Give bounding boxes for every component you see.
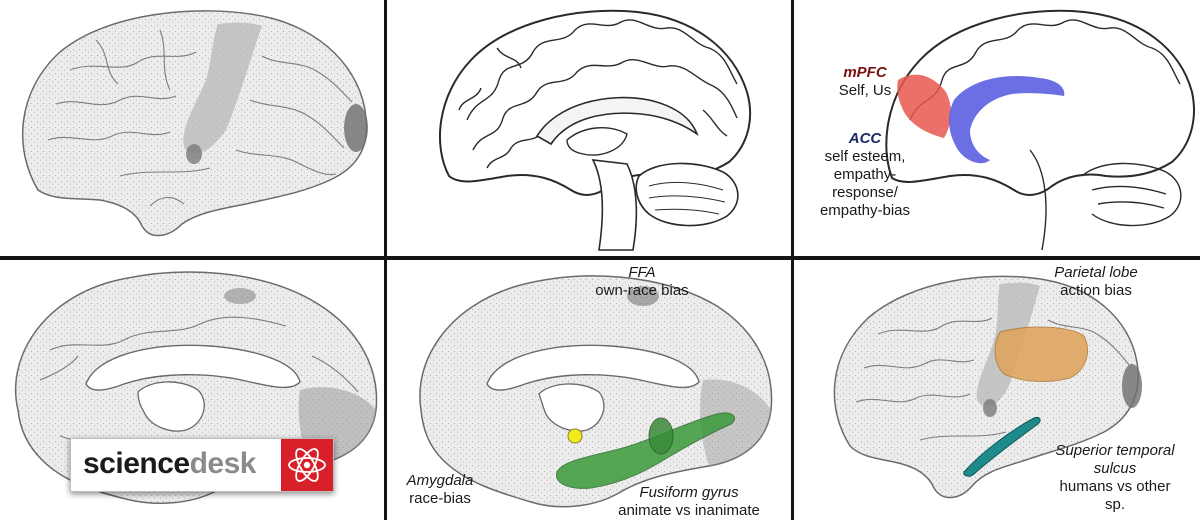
mpfc-title: mPFC xyxy=(843,64,887,81)
parietal-sts-drawing xyxy=(833,275,1142,499)
medial-callosum xyxy=(85,344,301,391)
logo-text-desk: desk xyxy=(189,447,257,480)
ffa-title: FFA xyxy=(628,264,656,281)
parietal-label: Parietal lobe action bias xyxy=(1026,264,1166,300)
corpus-callosum xyxy=(535,96,699,146)
mpfc-acc-drawing xyxy=(885,9,1195,251)
sts-label: Superior temporal sulcus humans vs other… xyxy=(1034,442,1196,514)
parietal-desc: action bias xyxy=(1060,282,1132,299)
amygdala-label: Amygdala race-bias xyxy=(395,472,485,508)
fusiform-knot xyxy=(648,417,674,455)
sciencedesk-logo: sciencedesk xyxy=(70,438,334,492)
mpfc-label: mPFC Self, Us xyxy=(824,64,906,100)
temporal-spot xyxy=(186,144,202,164)
fusiform-desc: animate vs inanimate xyxy=(618,502,760,519)
panel-lateral-brain xyxy=(0,0,384,256)
acc-title: ACC xyxy=(848,130,882,147)
central-shaded-strip xyxy=(183,22,262,154)
mpfc-desc: Self, Us xyxy=(838,82,892,99)
face-network-drawing xyxy=(419,275,773,508)
panel-parietal-sts: Parietal lobe action bias Superior tempo… xyxy=(794,260,1200,520)
panel-mpfc-acc: mPFC Self, Us ACC self esteem, empathy- … xyxy=(794,0,1200,256)
ffa-shade xyxy=(627,286,659,306)
atom-icon xyxy=(281,439,333,491)
panel-sagittal-brain xyxy=(387,0,791,256)
amygdala-desc: race-bias xyxy=(409,490,471,507)
panel-medial-brain-logo: sciencedesk xyxy=(0,260,384,520)
sts-title-1: Superior temporal xyxy=(1055,442,1175,459)
occipital-shade xyxy=(344,104,368,152)
fusiform-label: Fusiform gyrus animate vs inanimate xyxy=(599,484,779,520)
acc-line-1: self esteem, xyxy=(824,148,906,165)
ffa-label: FFA own-race bias xyxy=(577,264,707,300)
amygdala-title: Amygdala xyxy=(406,472,474,489)
parietal-title: Parietal lobe xyxy=(1054,264,1138,281)
sts-region xyxy=(963,417,1041,477)
sts-desc-2: sp. xyxy=(1104,496,1125,513)
mpfc-region xyxy=(897,74,952,138)
sts-title-2: sulcus xyxy=(1093,460,1137,477)
acc-region xyxy=(949,76,1065,164)
lateral-brain-drawing xyxy=(22,10,368,237)
logo-text-science: science xyxy=(83,447,190,480)
sts-desc-1: humans vs other xyxy=(1059,478,1171,495)
thalamus xyxy=(566,127,628,156)
amygdala-dot xyxy=(567,428,583,444)
cerebellum xyxy=(635,162,739,227)
sagittal-brain-drawing xyxy=(439,9,752,251)
ffa-desc: own-race bias xyxy=(595,282,689,299)
acc-line-4: empathy-bias xyxy=(819,202,911,219)
acc-label: ACC self esteem, empathy- response/ empa… xyxy=(806,130,924,220)
panel-ffa-amygdala-fusiform: FFA own-race bias Amygdala race-bias Fus… xyxy=(387,260,791,520)
brainstem xyxy=(591,159,638,251)
parietal-lobe-region xyxy=(994,326,1088,382)
logo-wordmark: sciencedesk xyxy=(83,446,256,482)
fusiform-gyrus-region xyxy=(555,412,735,489)
acc-line-2: empathy- xyxy=(833,166,897,183)
fusiform-title: Fusiform gyrus xyxy=(639,484,739,501)
acc-line-3: response/ xyxy=(832,184,898,201)
